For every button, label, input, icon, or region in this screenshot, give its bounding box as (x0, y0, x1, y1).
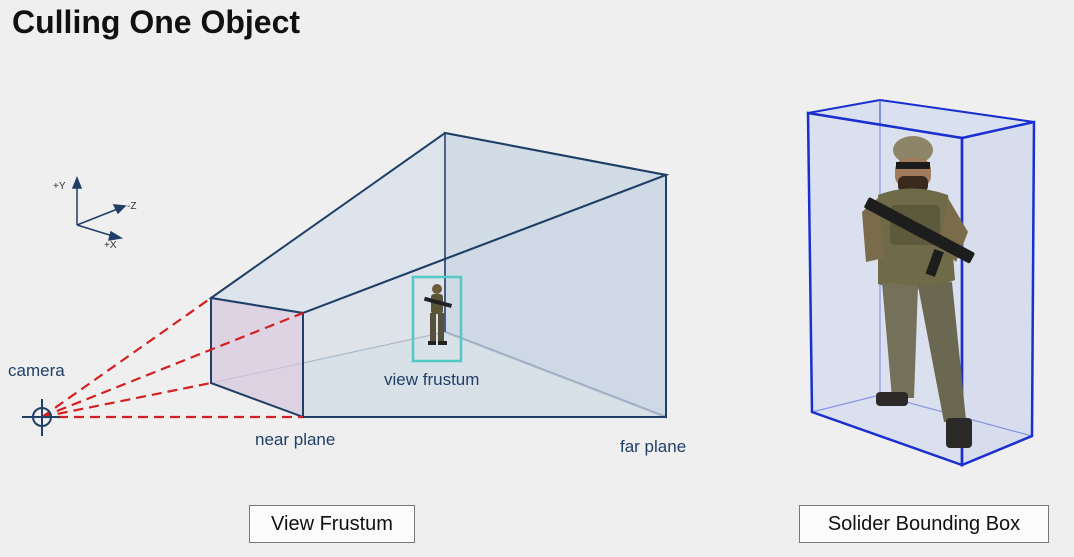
far-plane-label: far plane (620, 437, 686, 456)
axis-indicator (71, 175, 127, 241)
front-face (302, 173, 667, 418)
camera-icon (22, 399, 60, 436)
view-frustum-shape (208, 131, 670, 419)
view-frustum-label: view frustum (384, 370, 479, 389)
near-plane-label: near plane (255, 430, 335, 449)
page-title: Culling One Object (12, 4, 301, 40)
camera-label: camera (8, 361, 65, 380)
object-bounding-box-small (411, 275, 463, 363)
camera-rays (41, 297, 304, 419)
near-face (210, 296, 304, 419)
z-axis-label: -Z (127, 201, 136, 212)
bounding-box-caption: Solider Bounding Box (799, 505, 1049, 543)
y-axis-label: +Y (53, 181, 66, 192)
soldier-large-icon (862, 136, 975, 448)
view-frustum-caption: View Frustum (249, 505, 415, 543)
soldier-small-icon (423, 284, 453, 345)
x-axis-label: +X (104, 240, 117, 251)
